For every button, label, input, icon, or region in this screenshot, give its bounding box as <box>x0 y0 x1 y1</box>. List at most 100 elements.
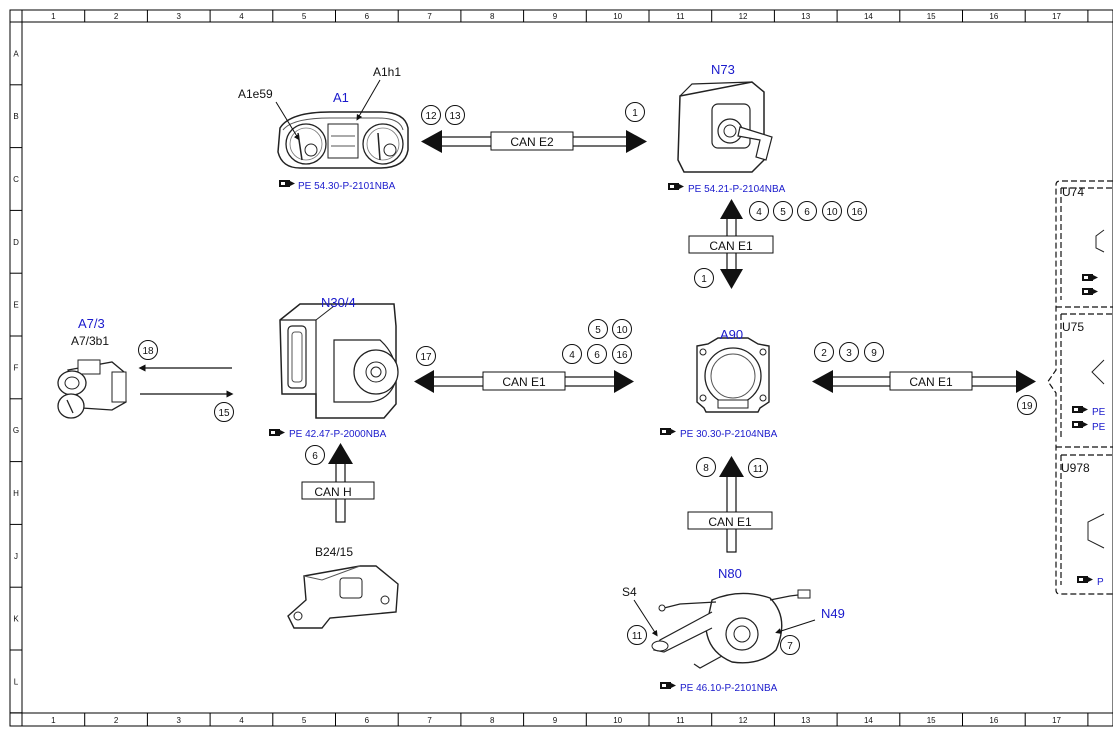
row-letter: G <box>13 426 19 435</box>
can-h-bus-arrow <box>301 443 375 523</box>
can-e1-bus-a90-u <box>812 370 1036 393</box>
n80-code: N80 <box>718 566 742 581</box>
row-letter: J <box>14 552 18 561</box>
column-number: 4 <box>239 716 244 725</box>
column-number: 16 <box>989 716 998 725</box>
variant-group-u <box>1047 180 1113 595</box>
u75-reference-a[interactable]: PE <box>1092 407 1106 418</box>
a7-3-code: A7/3 <box>78 316 105 331</box>
column-number: 1 <box>51 716 56 725</box>
column-number: 9 <box>553 12 558 21</box>
column-number: 13 <box>801 12 810 21</box>
svg-text:9: 9 <box>871 348 877 359</box>
n73-reference-link[interactable]: PE 54.21-P-2104NBA <box>688 184 786 195</box>
u978-reference[interactable]: P <box>1097 577 1104 588</box>
a90-reference-link[interactable]: PE 30.30-P-2104NBA <box>680 429 778 440</box>
can-e1-u-label: CAN E1 <box>909 375 953 389</box>
badge-6-canh: 6 <box>305 445 325 465</box>
column-number: 14 <box>864 12 873 21</box>
svg-text:5: 5 <box>780 207 786 218</box>
row-letter: L <box>14 677 19 686</box>
steering-column-module-n80[interactable] <box>651 589 811 669</box>
can-h-label: CAN H <box>314 485 351 499</box>
svg-text:6: 6 <box>594 350 600 361</box>
a1-code: A1 <box>333 90 349 105</box>
badge-18: 18 <box>138 340 158 360</box>
svg-text:10: 10 <box>616 325 628 336</box>
frame <box>9 9 1113 727</box>
u75-label: U75 <box>1062 320 1084 334</box>
badge-1-top: 1 <box>625 102 645 122</box>
b24-15-label: B24/15 <box>315 545 353 559</box>
column-number: 3 <box>177 716 182 725</box>
svg-text:8: 8 <box>703 463 709 474</box>
column-number: 16 <box>989 12 998 21</box>
badge-16: 16 <box>847 201 867 221</box>
svg-text:2: 2 <box>821 348 827 359</box>
svg-text:17: 17 <box>420 352 432 363</box>
badge-12: 12 <box>421 105 441 125</box>
badge-13: 13 <box>445 105 465 125</box>
esp-unit-n30-4[interactable] <box>279 303 399 419</box>
column-number: 17 <box>1052 12 1061 21</box>
badge-5: 5 <box>773 201 793 221</box>
reference-icon <box>660 428 676 435</box>
svg-text:5: 5 <box>595 325 601 336</box>
u74-label: U74 <box>1062 185 1084 199</box>
column-number: 15 <box>927 12 936 21</box>
row-letter: A <box>13 49 19 58</box>
badge-2: 2 <box>814 342 834 362</box>
badge-4-n30: 4 <box>562 344 582 364</box>
column-number: 10 <box>613 12 622 21</box>
column-number: 12 <box>739 716 748 725</box>
column-number: 15 <box>927 716 936 725</box>
row-ticks <box>10 21 22 714</box>
n73-code: N73 <box>711 62 735 77</box>
column-number: 5 <box>302 716 307 725</box>
column-number: 2 <box>114 716 119 725</box>
svg-text:1: 1 <box>701 274 707 285</box>
column-number: 12 <box>739 12 748 21</box>
column-number: 8 <box>490 12 495 21</box>
column-number: 7 <box>427 716 432 725</box>
badge-10-n30: 10 <box>612 319 632 339</box>
can-e1-n80-label: CAN E1 <box>708 515 752 529</box>
column-number: 9 <box>553 716 558 725</box>
a1-reference-link[interactable]: PE 54.30-P-2101NBA <box>298 181 396 192</box>
svg-text:16: 16 <box>616 350 628 361</box>
column-ticks <box>21 10 1089 726</box>
badge-9: 9 <box>864 342 884 362</box>
column-number: 2 <box>114 12 119 21</box>
reference-icon <box>668 183 684 190</box>
badge-17: 17 <box>416 346 436 366</box>
badge-6-n30: 6 <box>587 344 607 364</box>
svg-text:16: 16 <box>851 207 863 218</box>
badge-15: 15 <box>214 402 234 422</box>
instrument-cluster-a1[interactable] <box>277 111 409 169</box>
row-letter: E <box>13 301 18 310</box>
badge-19: 19 <box>1017 395 1037 415</box>
badge-11-s4: 11 <box>627 625 647 645</box>
n80-reference-link[interactable]: PE 46.10-P-2101NBA <box>680 683 778 694</box>
ignition-switch-n73[interactable] <box>677 81 773 173</box>
can-e1-n30-label: CAN E1 <box>502 375 546 389</box>
sensor-b24-15[interactable] <box>287 565 399 629</box>
column-number: 8 <box>490 716 495 725</box>
can-e2-bus-arrow <box>421 130 647 153</box>
badge-1-low: 1 <box>694 268 714 288</box>
control-unit-a90[interactable] <box>696 337 770 413</box>
svg-text:1: 1 <box>632 108 638 119</box>
svg-text:10: 10 <box>826 207 838 218</box>
row-letter: B <box>13 112 18 121</box>
column-number: 14 <box>864 716 873 725</box>
reference-icon <box>279 180 295 187</box>
svg-text:6: 6 <box>312 451 318 462</box>
svg-text:19: 19 <box>1021 401 1033 412</box>
u75-reference-b[interactable]: PE <box>1092 422 1106 433</box>
numbered-badges: 12 13 1 4 5 6 10 16 1 18 15 17 5 10 4 6 … <box>138 102 1037 655</box>
steering-lock-a7-3[interactable] <box>57 359 127 419</box>
n30-4-reference-link[interactable]: PE 42.47-P-2000NBA <box>289 429 387 440</box>
column-number: 13 <box>801 716 810 725</box>
row-letter: K <box>13 615 19 624</box>
